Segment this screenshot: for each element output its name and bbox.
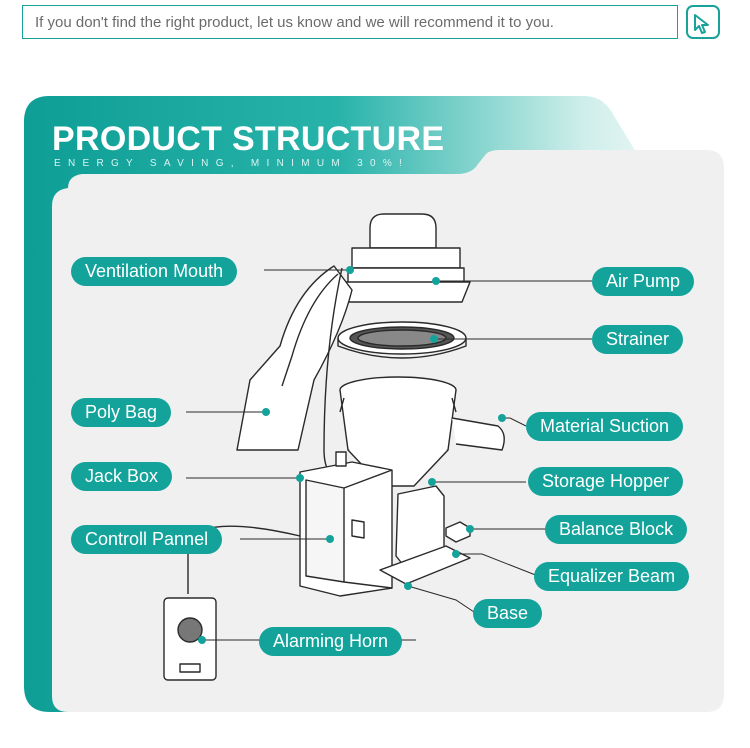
section-title: PRODUCT STRUCTURE: [52, 120, 445, 158]
label-jack-box: Jack Box: [71, 462, 173, 491]
label-ventilation-mouth: Ventilation Mouth: [71, 257, 238, 286]
label-alarming-horn: Alarming Horn: [259, 627, 403, 656]
label-material-suction: Material Suction: [526, 412, 684, 441]
label-balance-block: Balance Block: [545, 515, 688, 544]
cursor-arrow-icon: [694, 14, 709, 34]
recommendation-text: If you don't find the right product, let…: [35, 13, 554, 31]
label-base: Base: [473, 599, 543, 628]
section-subtitle: ENERGY SAVING, MINIMUM 30%!: [54, 158, 410, 169]
label-strainer: Strainer: [592, 325, 684, 354]
label-poly-bag: Poly Bag: [71, 398, 172, 427]
label-storage-hopper: Storage Hopper: [528, 467, 684, 496]
label-control-panel: Controll Pannel: [71, 525, 223, 554]
label-air-pump: Air Pump: [592, 267, 695, 296]
cursor-button[interactable]: [686, 5, 720, 39]
label-equalizer-beam: Equalizer Beam: [534, 562, 690, 591]
recommendation-banner: If you don't find the right product, let…: [22, 5, 678, 39]
